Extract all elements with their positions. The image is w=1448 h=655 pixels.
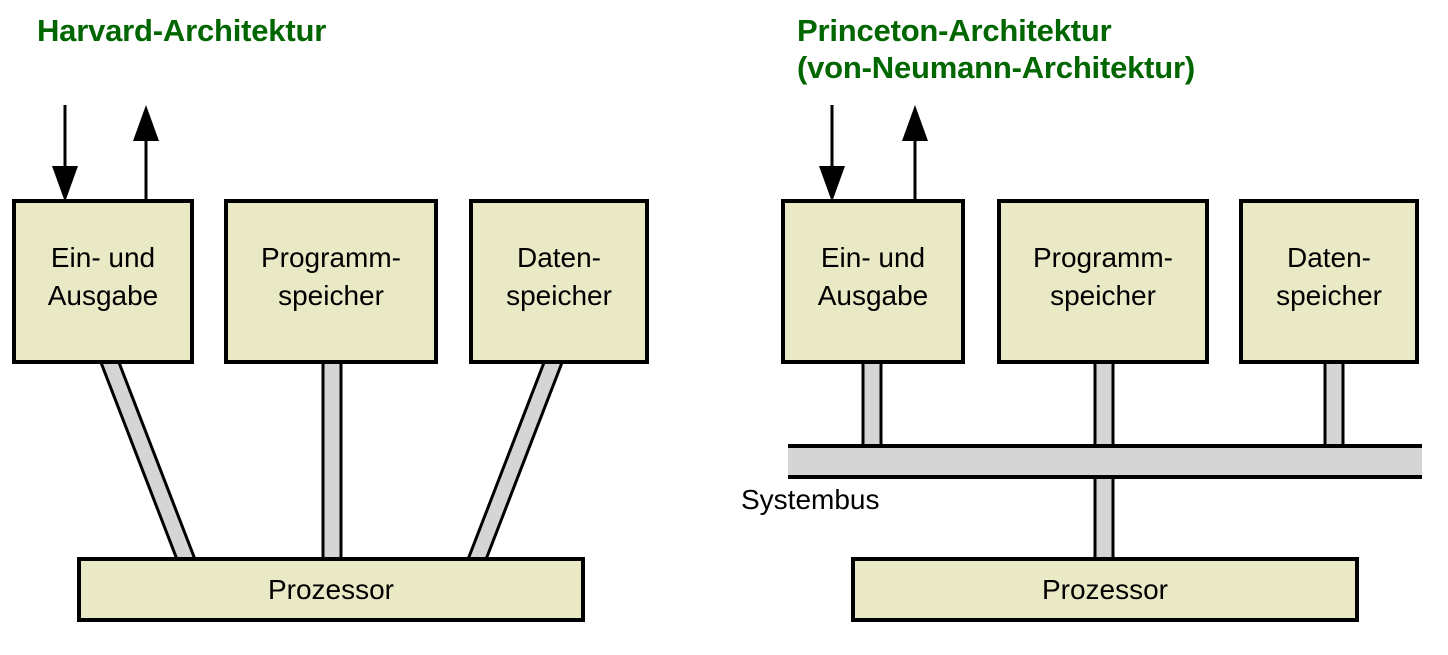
princeton-box-program-memory[interactable] — [997, 199, 1209, 364]
princeton-input-arrow-icon — [819, 105, 845, 202]
princeton-connector-data-memory — [1323, 358, 1345, 450]
harvard-connector-io — [97, 358, 199, 564]
princeton-output-arrow-icon — [902, 105, 928, 202]
harvard-box-processor[interactable] — [77, 557, 585, 622]
harvard-connector-data-memory — [464, 358, 566, 564]
princeton-box-data-memory[interactable] — [1239, 199, 1419, 364]
princeton-diagram-group — [781, 105, 1422, 622]
princeton-connector-program-memory — [1093, 358, 1115, 450]
princeton-connector-processor — [1093, 472, 1115, 564]
harvard-box-data-memory[interactable] — [469, 199, 649, 364]
harvard-diagram-group — [12, 105, 649, 622]
princeton-box-io[interactable] — [781, 199, 965, 364]
princeton-system-bus-bar[interactable] — [788, 446, 1422, 477]
princeton-system-bus-label: Systembus — [741, 484, 880, 515]
princeton-title: Princeton-Architektur (von-Neumann-Archi… — [797, 13, 1196, 85]
harvard-connector-program-memory — [321, 358, 343, 564]
harvard-input-arrow-icon — [52, 105, 78, 202]
princeton-connector-io — [861, 358, 883, 450]
harvard-box-io[interactable] — [12, 199, 194, 364]
harvard-box-program-memory[interactable] — [224, 199, 438, 364]
harvard-output-arrow-icon — [133, 105, 159, 202]
princeton-box-processor[interactable] — [851, 557, 1359, 622]
harvard-title: Harvard-Architektur — [37, 13, 327, 48]
